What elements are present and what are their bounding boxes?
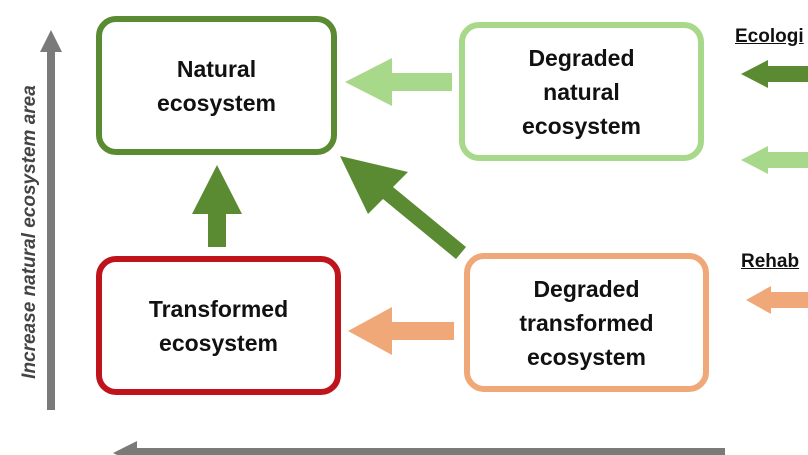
degraded-transformed-ecosystem-box: Degraded transformed ecosystem — [464, 253, 709, 392]
degraded-natural-ecosystem-box: Degraded natural ecosystem — [459, 22, 704, 161]
vertical-axis-label: Increase natural ecosystem area — [19, 85, 40, 379]
rehabilitation-arrow-degraded-to-transformed — [348, 307, 454, 355]
rehabilitation-arrow-transformed-to-natural — [192, 165, 242, 247]
legend-rehab-label: Rehab — [741, 251, 800, 272]
degraded-transformed-ecosystem-label: Degraded transformed ecosystem — [519, 275, 654, 370]
horizontal-axis-arrow — [113, 441, 725, 455]
natural-ecosystem-label: Natural ecosystem — [157, 55, 276, 116]
legend-arrow-rehab — [746, 286, 808, 314]
transformed-ecosystem-label: Transformed ecosystem — [148, 295, 289, 356]
degraded-natural-ecosystem-label: Degraded natural ecosystem — [522, 44, 641, 139]
legend-ecological-label: Ecologi — [735, 26, 804, 47]
natural-ecosystem-box: Natural ecosystem — [96, 16, 337, 155]
restoration-arrow-degraded-to-natural — [345, 58, 452, 106]
legend-arrow-ecological-dark — [741, 60, 808, 88]
transformed-ecosystem-box: Transformed ecosystem — [96, 256, 341, 395]
vertical-axis-arrow — [40, 30, 62, 410]
restoration-arrow-degraded-transformed-to-natural — [340, 156, 466, 259]
legend-arrow-ecological-light — [741, 146, 808, 174]
